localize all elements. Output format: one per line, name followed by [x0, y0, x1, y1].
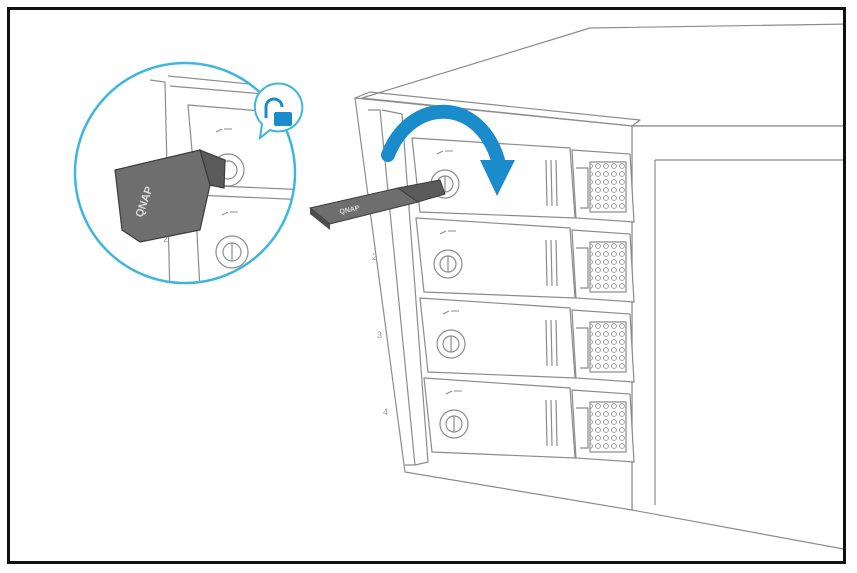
unlock-icon	[255, 83, 303, 138]
lock-tray-illustration: 2 3 4 QNAP 2	[10, 10, 846, 564]
bay-number: 4	[383, 407, 388, 417]
bay-number: 2	[372, 252, 377, 262]
bay-number: 3	[377, 330, 382, 340]
figure-frame: 2 3 4 QNAP 2	[7, 7, 846, 564]
enclosure-side	[632, 126, 846, 550]
